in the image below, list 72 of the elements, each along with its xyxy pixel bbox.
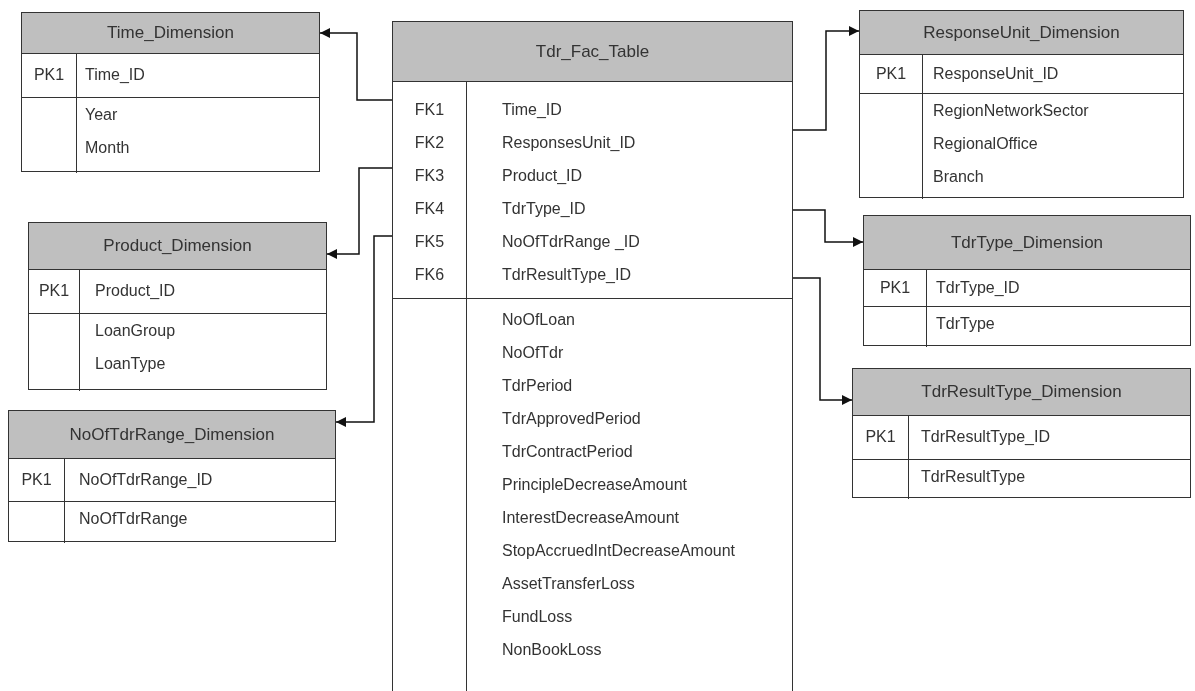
column-name: TdrResultType [921,467,1026,485]
table-box [859,10,1184,198]
column-name: NoOfTdrRange [79,509,188,527]
key-label: PK1 [38,282,70,299]
attribute-section [29,313,326,391]
attribute-section [22,97,319,173]
key-label: FK3 [414,166,445,184]
column-name: AssetTransferLoss [502,574,635,592]
table-box [21,12,320,172]
arrow [792,209,864,247]
column-name: TdrPeriod [502,376,573,394]
column-name: Branch [933,167,984,185]
column-name: TdrResultType_ID [502,265,631,283]
column-name: RegionNetworkSector [933,101,1089,119]
table-header: TdrResultType_Dimension [853,369,1190,416]
table-header: TdrType_Dimension [864,216,1190,270]
table-box [8,410,336,542]
column-name: NonBookLoss [502,640,602,658]
attribute-section [9,501,335,543]
column-name: Product_ID [502,166,583,184]
arrow [792,26,860,131]
column-name: LoanGroup [95,321,176,339]
column-name: NoOfTdr [502,343,564,361]
arrow [792,277,853,405]
column-name: PrincipleDecreaseAmount [502,475,687,493]
key-label: PK1 [879,278,911,296]
attribute-section [864,306,1190,347]
table-header: Product_Dimension [29,223,326,270]
column-name: ResponseUnit_ID [933,64,1059,82]
column-name: InterestDecreaseAmount [502,508,679,526]
table-header: Time_Dimension [22,13,319,54]
attribute-section [393,298,792,691]
column-name: StopAccruedIntDecreaseAmount [502,541,735,559]
key-label: FK2 [414,133,445,151]
attribute-section [860,93,1183,199]
column-name: Time_ID [85,66,145,83]
table-box [28,222,327,390]
column-name: TdrType [936,314,995,332]
column-name: ResponsesUnit_ID [502,133,636,151]
key-label: FK6 [414,265,445,283]
column-name: Time_ID [502,100,562,118]
key-label: PK1 [33,66,65,83]
table-box [852,368,1191,498]
column-name: Month [85,138,130,156]
arrow [335,235,393,427]
table-box [392,21,793,691]
table-header: NoOfTdrRange_Dimension [9,411,335,459]
column-name: TdrType_ID [502,199,586,217]
arrow [326,167,393,259]
column-name: TdrResultType_ID [921,428,1050,445]
column-name: Year [85,105,118,123]
column-name: Product_ID [95,282,176,299]
column-name: NoOfLoan [502,310,575,328]
column-name: TdrType_ID [936,278,1020,296]
key-label: PK1 [865,428,896,445]
column-name: TdrContractPeriod [502,442,633,460]
key-label: FK1 [414,100,445,118]
key-label: FK4 [414,199,445,217]
key-label: PK1 [875,64,907,82]
key-label: FK5 [414,232,445,250]
column-name: FundLoss [502,607,573,625]
table-box [863,215,1191,346]
column-name: LoanType [95,354,166,372]
table-header: Tdr_Fac_Table [393,22,792,82]
table-header: ResponseUnit_Dimension [860,11,1183,55]
arrow [319,28,393,101]
column-name: TdrApprovedPeriod [502,409,641,427]
attribute-section [853,459,1190,499]
column-name: RegionalOffice [933,134,1038,152]
key-label: PK1 [21,470,52,488]
column-name: NoOfTdrRange_ID [79,470,213,488]
column-name: NoOfTdrRange _ID [502,232,640,250]
